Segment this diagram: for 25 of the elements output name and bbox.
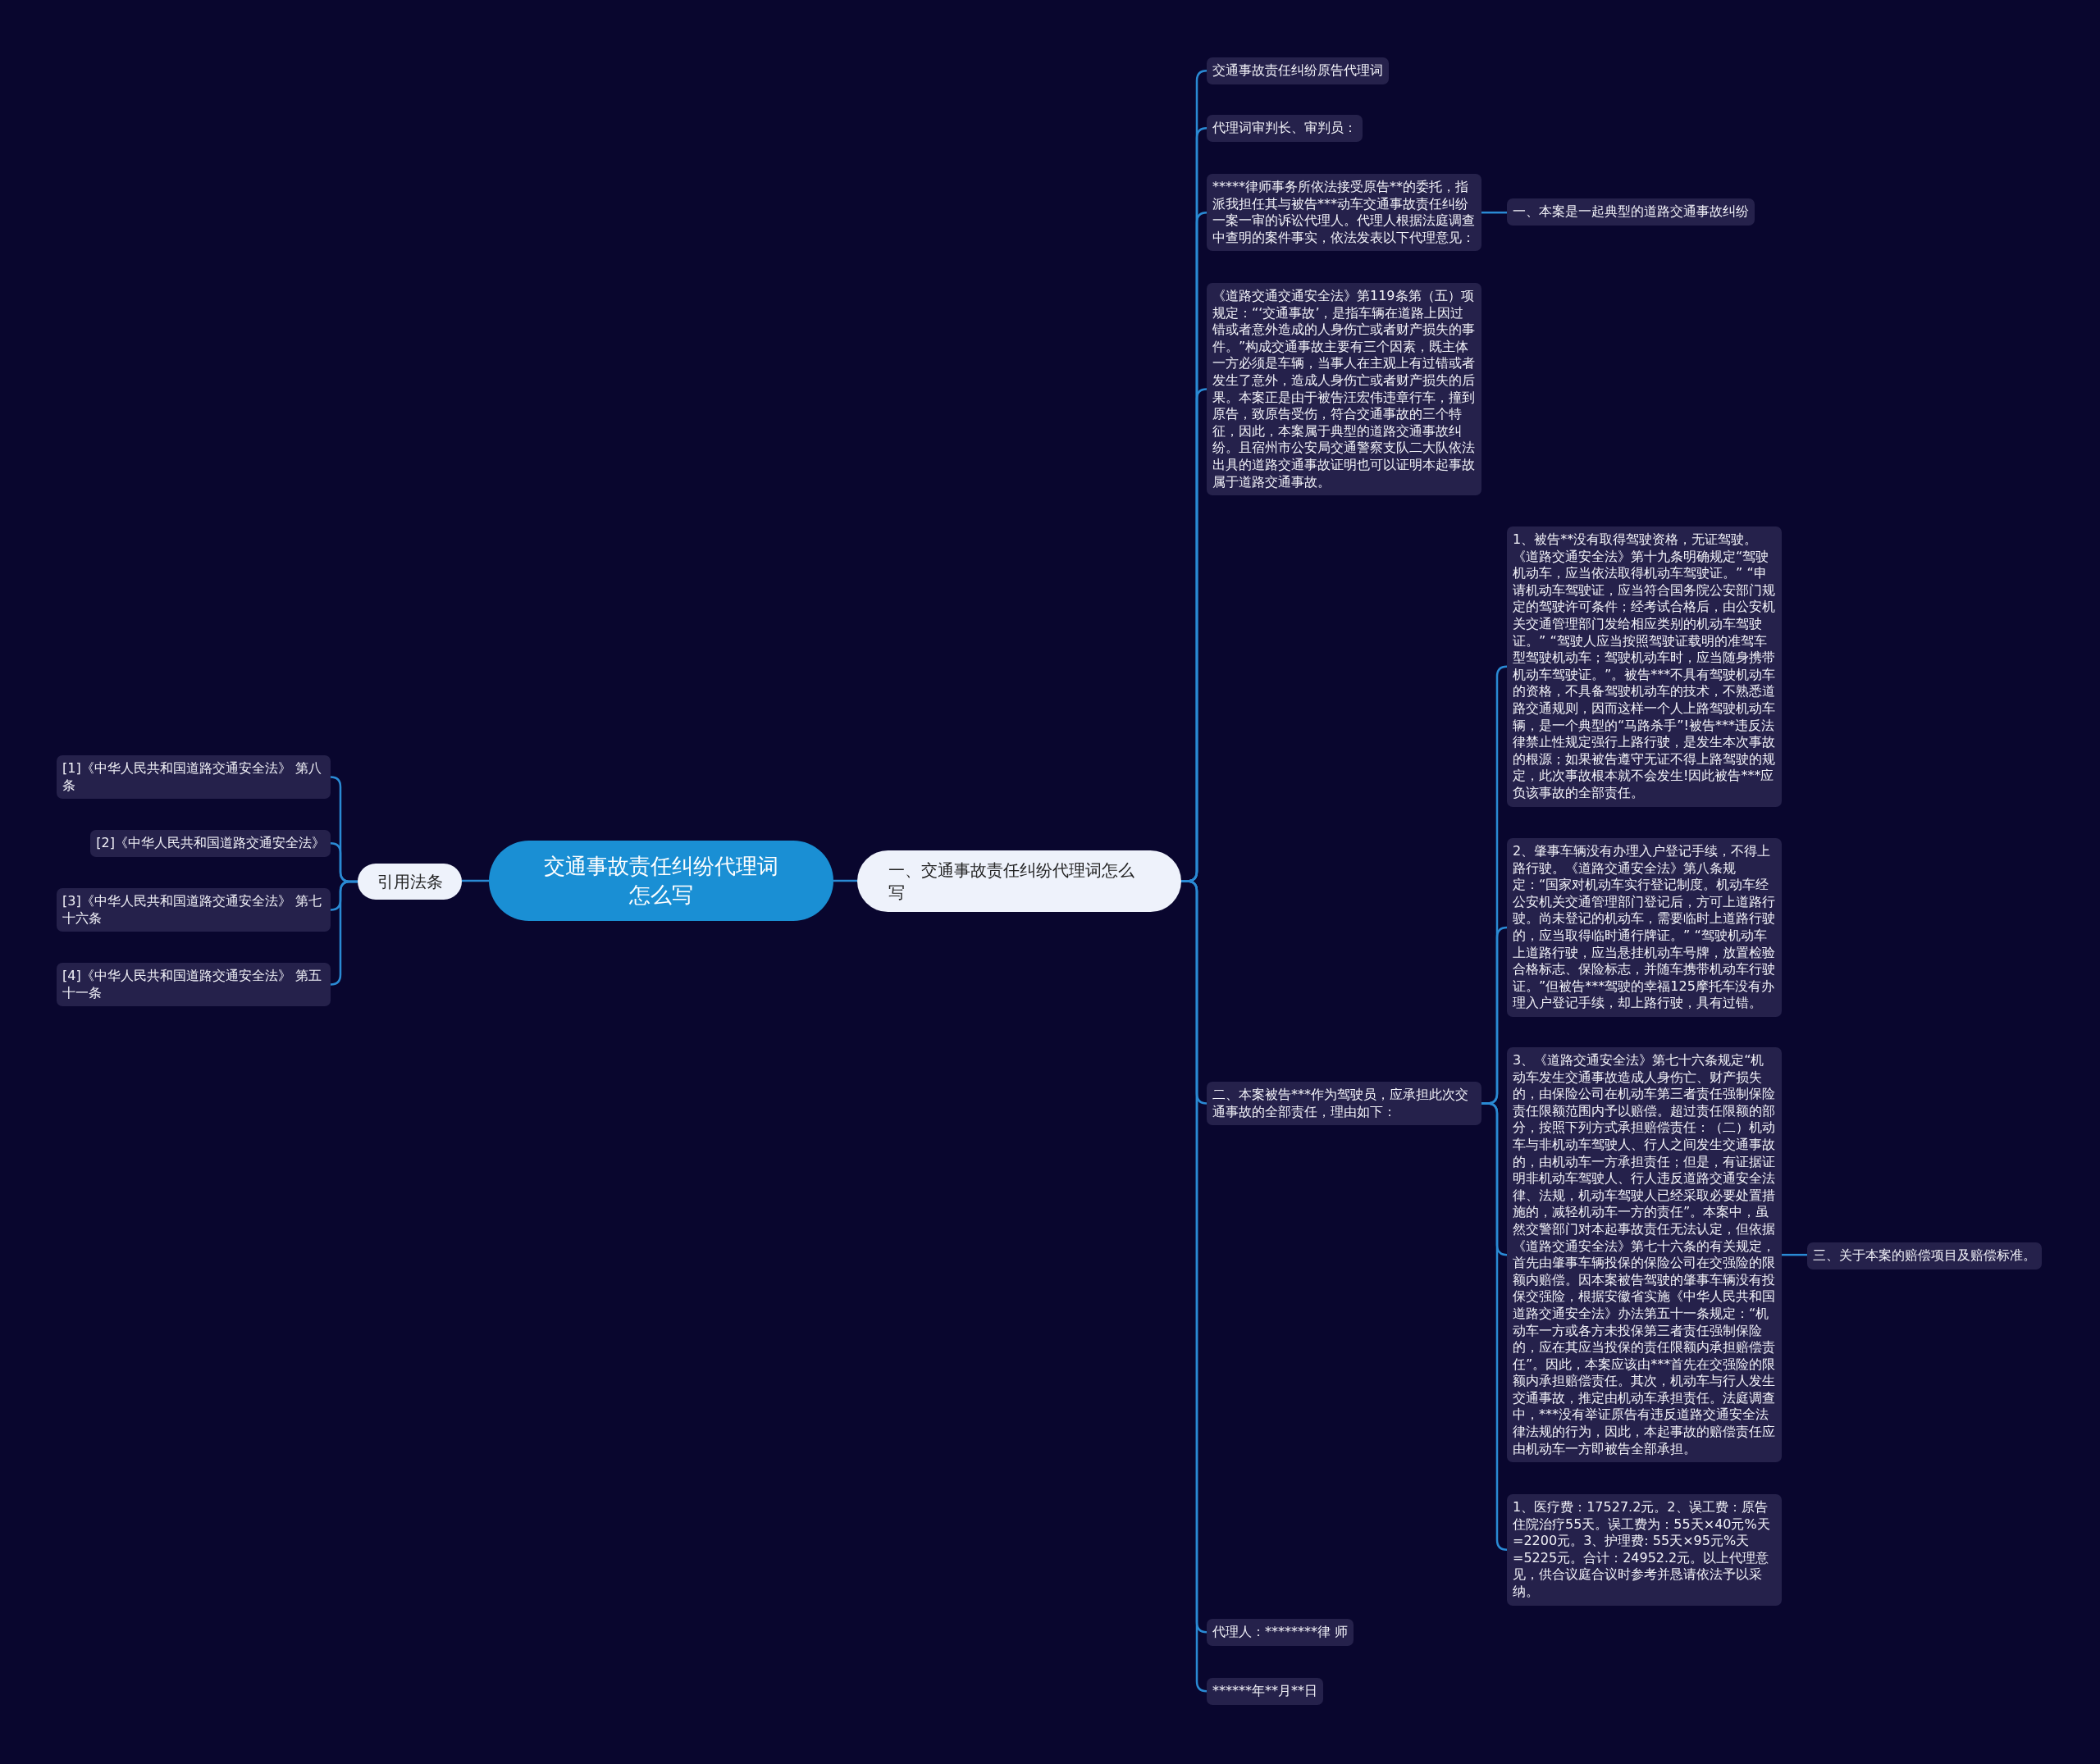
text-card: 《道路交通交通安全法》第119条第（五）项规定：“‘交通事故’，是指车辆在道路上因过错或者意外造成的人身伤亡或者财产损失的事件。”构成交通事故主要有三个因素，既主体一方必须是车辆，当事人在主观上有过错或者发生了意外，造成人身伤亡或者财产损失的后果。本案正是由于被告汪宏伟违章行车，撞到原告，致原告受伤，符合交通事故的三个特征，因此，本案属于典型的道路交通事故纠纷。且宿州市公安局交通警察支队二大队依法出具的道路交通事故证明也可以证明本起事故属于道路交通事故。 — [1207, 283, 1481, 496]
text-card: 1、医疗费：17527.2元。2、误工费：原告住院治疗55天。误工费为：55天×40元%天=2200元。3、护理费: 55天×95元%天=5225元。合计：24952.2元。以上代理意见，供合议庭合议时参考并恳请依法予以采纳。 — [1507, 1494, 1782, 1606]
connector — [1782, 1253, 1807, 1256]
connector — [462, 879, 489, 882]
text-card: 2、肇事车辆没有办理入户登记手续，不得上路行驶。《道路交通安全法》第八条规定：“国家对机动车实行登记制度。机动车经公安机关交通管理部门登记后，方可上道路行驶。尚未登记的机动车，需要临时上道路行驶的，应当取得临时通行牌证。” “驾驶机动车上道路行驶，应当悬挂机动车号牌，放置检验合格标志、保险标志，并随车携带机动车行驶证。”但被告***驾驶的幸福125摩托车没有办理入户登记手续，却上路行驶，具有过错。 — [1507, 838, 1782, 1017]
connector — [1481, 211, 1507, 214]
text-card: 交通事故责任纠纷原告代理词 — [1207, 57, 1389, 84]
text-card: 代理人：********律 师 — [1207, 1619, 1354, 1646]
text-card: [2]《中华人民共和国道路交通安全法》 — [90, 830, 331, 857]
text-card: 1、被告**没有取得驾驶资格，无证驾驶。《道路交通安全法》第十九条明确规定“驾驶机动车，应当依法取得机动车驾驶证。” “申请机动车驾驶证，应当符合国务院公安部门规定的驾驶许可条件；经考试合格后，由公安机关交通管理部门发给相应类别的机动车驾驶证。” “驾驶人应当按照驾驶证载明的准驾车型驾驶机动车；驾驶机动车时，应当随身携带机动车驾驶证。”。被告***不具有驾驶机动车的资格，不具备驾驶机动车的技术，不熟悉道路交通规则，因而这样一个人上路驾驶机动车辆，是一个典型的“马路杀手”!被告***违反法律禁止性规定强行上路行驶，是发生本次事故的根源；如果被告遵守无证不得上路驾驶的规定，此次事故根本就不会发生!因此被告***应负该事故的全部责任。 — [1507, 526, 1782, 807]
text-card: ******年**月**日 — [1207, 1678, 1323, 1705]
text-card: [1]《中华人民共和国道路交通安全法》 第八条 — [57, 755, 331, 800]
text-card: [4]《中华人民共和国道路交通安全法》 第五十一条 — [57, 963, 331, 1007]
text-card: 3、《道路交通安全法》第七十六条规定“机动车发生交通事故造成人身伤亡、财产损失的，由保险公司在机动车第三者责任强制保险责任限额范围内予以赔偿。超过责任限额的部分，按照下列方式承担赔偿责任：（二）机动车与非机动车驾驶人、行人之间发生交通事故的，由机动车一方承担责任；但是，有证据证明非机动车驾驶人、行人违反道路交通安全法律、法规，机动车驾驶人已经采取必要处置措施的，减轻机动车一方的责任”。本案中，虽然交警部门对本起事故责任无法认定，但依据《道路交通安全法》第七十六条的有关规定，首先由肇事车辆投保的保险公司在交强险的限额内赔偿。因本案被告驾驶的肇事车辆没有投保交强险，根据安徽省实施《中华人民共和国道路交通安全法》办法第五十一条规定：“机动车一方或各方未投保第三者责任强制保险的，应在其应当投保的责任限额内承担赔偿责任”。因此，本案应该由***首先在交强险的限额内承担赔偿责任。其次，机动车与行人发生交通事故，推定由机动车承担责任。法庭调查中，***没有举证原告有违反道路交通安全法律法规的行为，因此，本起事故的赔偿责任应由机动车一方即被告全部承担。 — [1507, 1047, 1782, 1463]
text-card: 一、本案是一起典型的道路交通事故纠纷 — [1507, 198, 1755, 226]
text-card: 代理词审判长、审判员： — [1207, 115, 1363, 142]
text-card: 三、关于本案的赔偿项目及赔偿标准。 — [1807, 1242, 2042, 1269]
central-topic: 交通事故责任纠纷代理词怎么写 — [489, 841, 833, 921]
text-card: [3]《中华人民共和国道路交通安全法》 第七十六条 — [57, 888, 331, 932]
branch-topic: 引用法条 — [358, 864, 462, 900]
connector — [833, 879, 857, 882]
connector — [329, 880, 358, 986]
text-card: 二、本案被告***作为驾驶员，应承担此次交通事故的全部责任，理由如下： — [1207, 1082, 1481, 1126]
text-card: *****律师事务所依法接受原告**的委托，指派我担任其与被告***动车交通事故责任纠纷一案一审的诉讼代理人。代理人根据法庭调查中查明的案件事实，依法发表以下代理意见： — [1207, 174, 1481, 252]
branch-topic: 一、交通事故责任纠纷代理词怎么写 — [857, 850, 1181, 912]
